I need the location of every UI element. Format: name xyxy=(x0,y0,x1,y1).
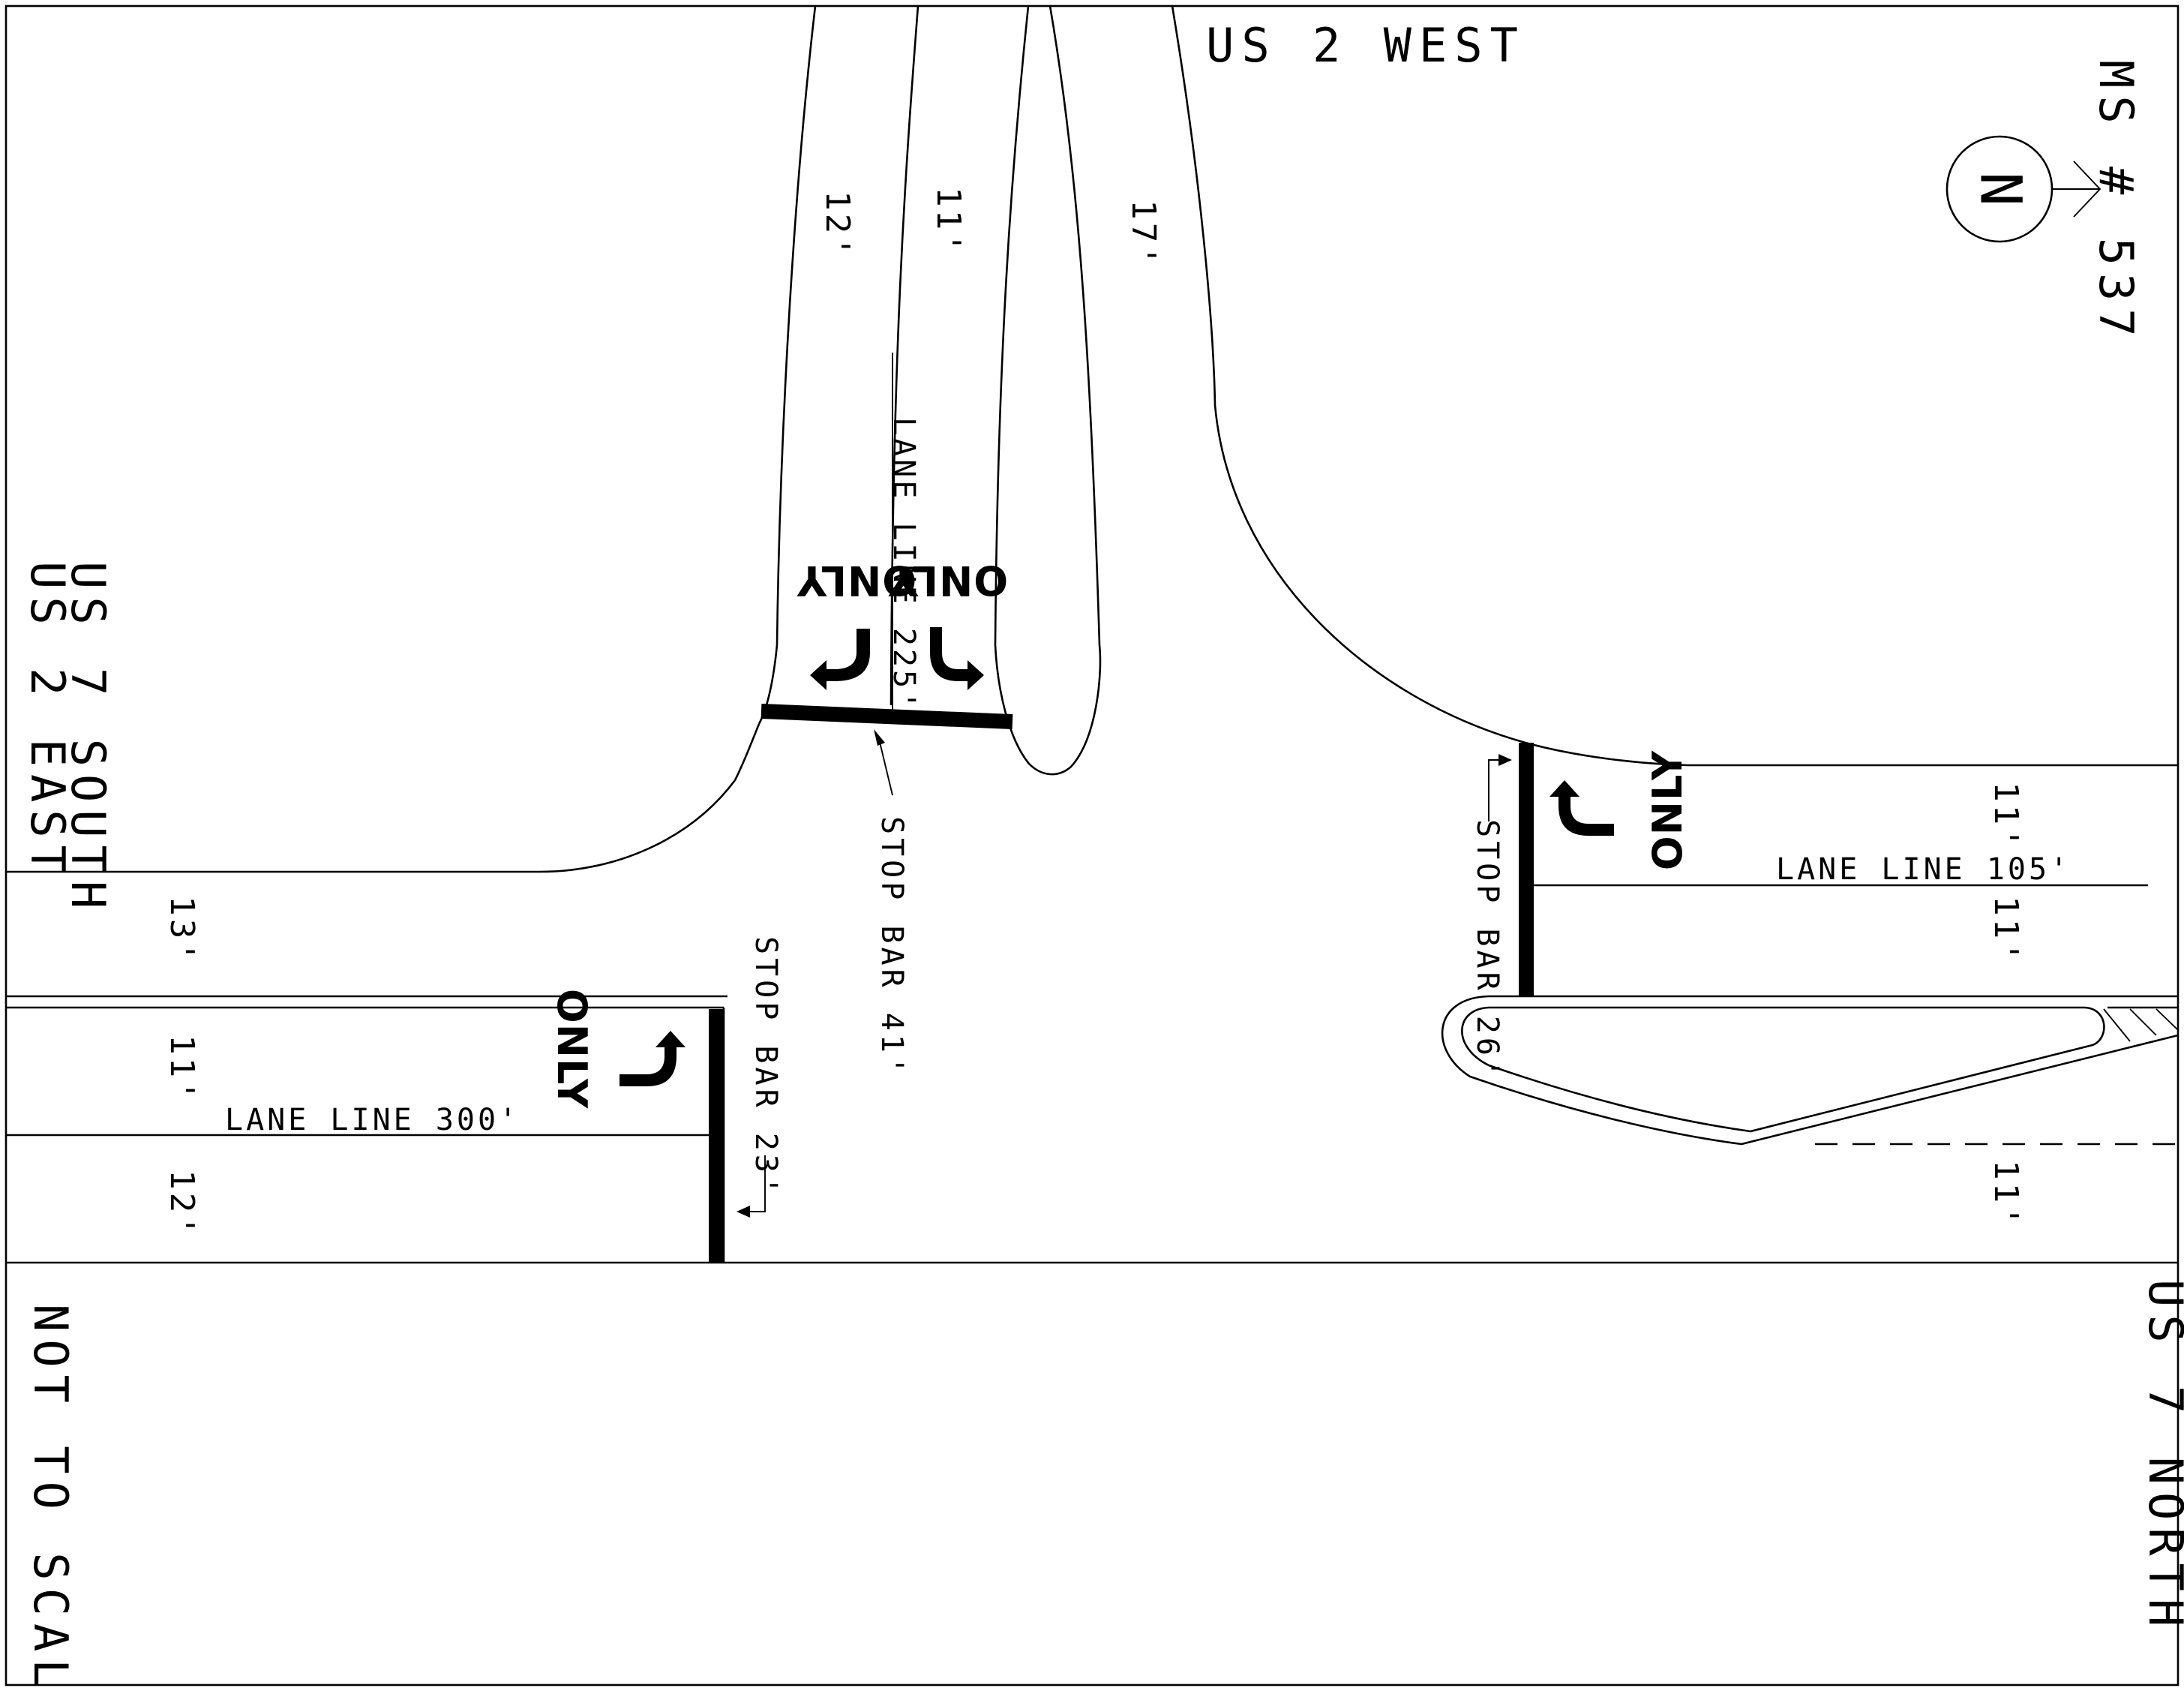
lane-width-east-bottom: 11' xyxy=(1987,1160,2025,1228)
stop-bar-label-north: STOP BAR 41' xyxy=(874,816,909,1078)
road-label-north: US 2 WEST xyxy=(1206,18,1526,73)
west-only-marking: ONLY xyxy=(548,989,596,1109)
lane-width-north-right: 17' xyxy=(1124,200,1162,268)
north-right-only-marking: ONLY xyxy=(888,557,1008,604)
drawing-frame xyxy=(4,5,2180,1686)
lane-width-north-mid: 11' xyxy=(929,187,968,255)
north-approach xyxy=(6,5,2178,873)
road-label-west-2: US 2 EAST xyxy=(20,561,75,881)
north-east-edge xyxy=(1171,5,2178,767)
east-stop-bar-leader xyxy=(1488,759,1509,821)
north-left-turn-arrow xyxy=(810,629,870,690)
lane-line-label-north: LANE LINE 225' xyxy=(886,417,921,712)
north-stop-bar xyxy=(760,704,1013,729)
lane-width-west-bottom: 12' xyxy=(163,1170,201,1238)
east-left-turn-arrow xyxy=(1550,780,1614,836)
lane-width-west-top: 13' xyxy=(163,896,201,964)
north-west-edge xyxy=(6,5,817,873)
road-label-east: US 7 NORTH xyxy=(2138,1279,2184,1634)
north-right-turn-arrow xyxy=(930,627,984,690)
lane-width-north-left: 12' xyxy=(818,191,856,259)
road-label-west-1: US 7 SOUTH xyxy=(61,561,116,916)
west-approach xyxy=(6,995,2178,1264)
not-to-scale-note: NOT TO SCALE xyxy=(23,1304,78,1690)
lane-width-west-mid: 11' xyxy=(163,1035,201,1103)
north-stop-bar-leader xyxy=(878,738,893,796)
lane-width-east-top: 11' xyxy=(1987,782,2025,850)
east-channelizing-island xyxy=(1441,995,2179,1146)
lane-line-label-east: LANE LINE 105' xyxy=(1776,852,2071,887)
stop-bar-label-east: STOP BAR 26' xyxy=(1470,819,1504,1081)
west-left-turn-arrow xyxy=(620,1031,686,1086)
north-arrow: N xyxy=(1946,135,2102,243)
lane-width-east-mid: 11' xyxy=(1987,896,2025,964)
east-only-marking: ONLY xyxy=(1644,750,1691,870)
route-id-label: MS # 537 xyxy=(2089,60,2144,344)
north-median-island xyxy=(994,5,1102,776)
stop-bar-label-west: STOP BAR 23' xyxy=(748,936,783,1198)
east-approach xyxy=(1441,743,2179,1146)
north-arrow-letter: N xyxy=(1968,172,2035,206)
lane-line-label-west: LANE LINE 300' xyxy=(225,1103,520,1137)
north-left-only-marking: ONLY xyxy=(796,557,916,604)
